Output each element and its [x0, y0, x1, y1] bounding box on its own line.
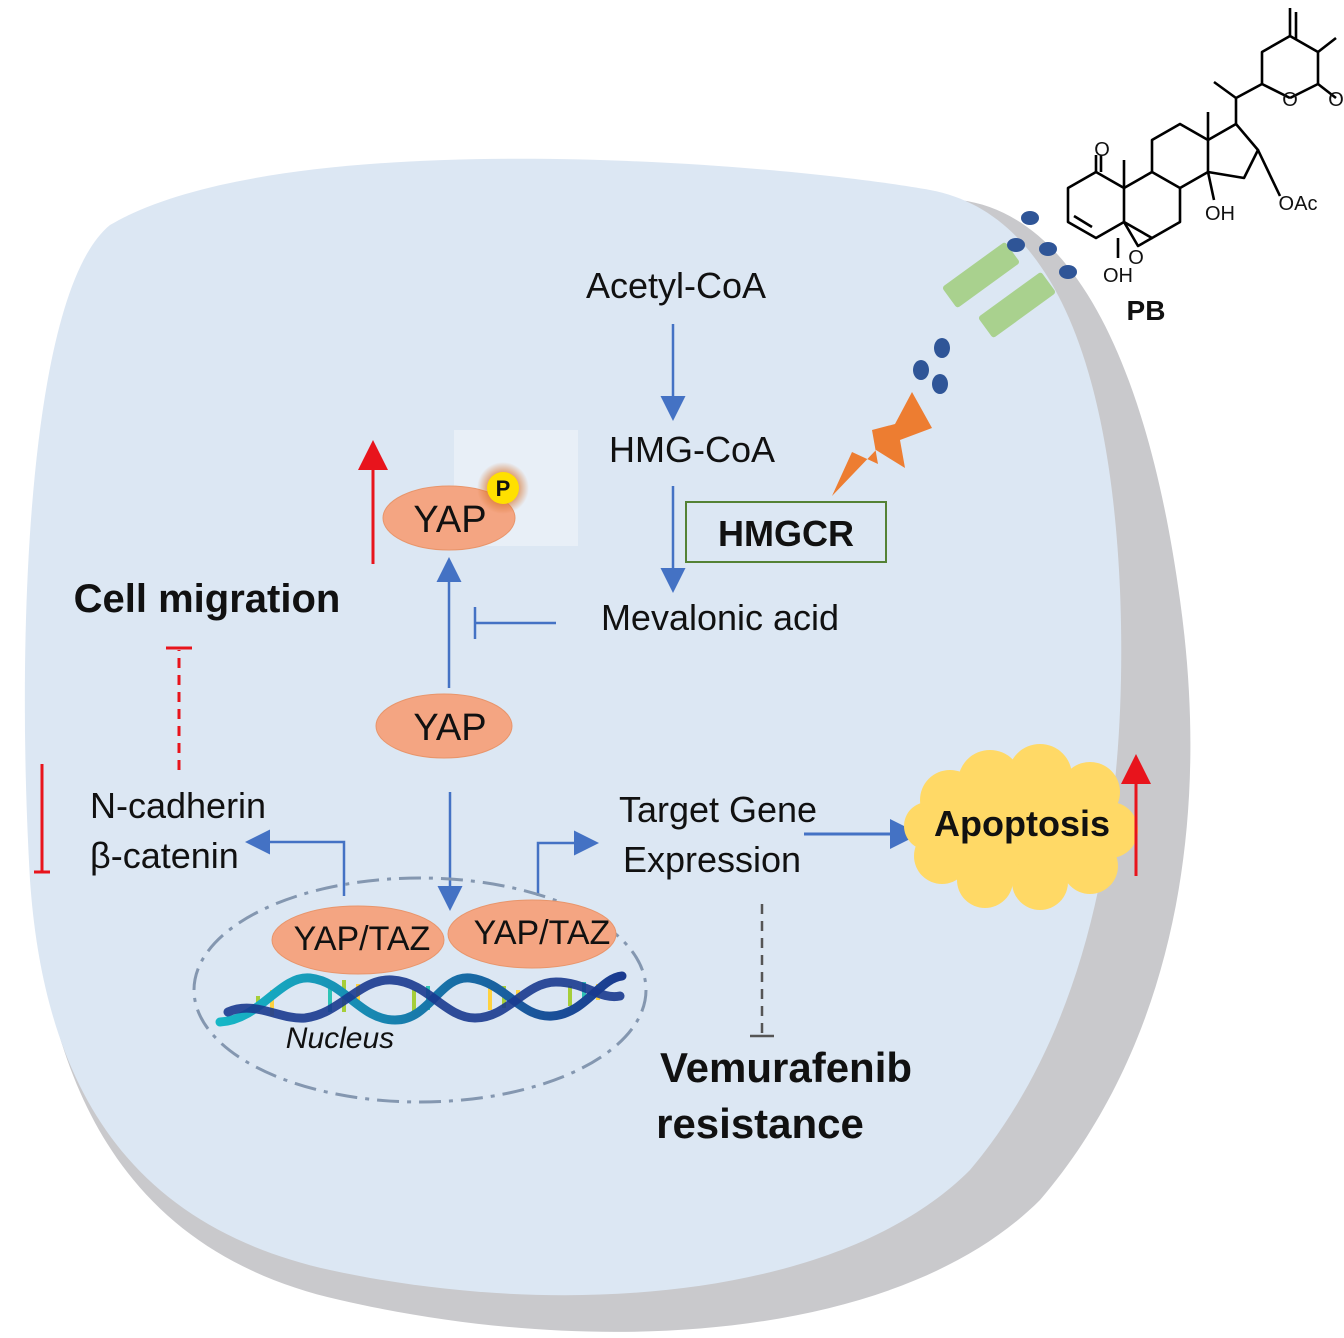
pb-structure-labels: O O O O OH OH OAc: [1094, 89, 1344, 287]
hmg-coa-label: HMG-CoA: [609, 429, 775, 470]
vemurafenib-label-line1: Vemurafenib: [660, 1044, 912, 1091]
mevalonic-acid-label: Mevalonic acid: [601, 597, 839, 638]
pb-label: PB: [1127, 295, 1166, 326]
transporter-upper: [942, 242, 1020, 308]
hmgcr-label: HMGCR: [718, 513, 854, 554]
yap-taz-left-oval: [271, 905, 445, 975]
hmgcr-box: [685, 501, 887, 563]
arrow-yaptaz-to-ncad: [245, 829, 346, 896]
nucleus-boundary: [192, 876, 648, 1104]
n-cadherin-label: N-cadherin: [90, 785, 266, 826]
oh-top-label: OH: [1205, 203, 1235, 225]
arrow-yaptaz-to-target: [536, 830, 599, 896]
apoptosis-cloud-icon: [904, 744, 1138, 910]
pb-structure-icon: [1066, 8, 1337, 258]
vemurafenib-label-line2: resistance: [656, 1100, 864, 1147]
oh-bottom-label: OH: [1103, 265, 1133, 287]
cell-body: [24, 158, 1122, 1296]
transporter-lower: [978, 272, 1056, 338]
yap-oval: [375, 693, 513, 759]
nucleus-label: Nucleus: [286, 1022, 394, 1055]
cell-migration-label: Cell migration: [74, 577, 341, 621]
lactone-o-label: O: [1282, 89, 1298, 111]
beta-catenin-label: β-catenin: [90, 835, 239, 876]
yap-taz-left-label: YAP/TAZ: [294, 920, 431, 958]
target-gene-label-line2: Expression: [623, 839, 801, 880]
phospho-p-icon: [487, 472, 519, 504]
oac-label: OAc: [1279, 193, 1318, 215]
yap-phospho-label: YAP: [413, 499, 486, 541]
yap-taz-right-oval: [447, 899, 617, 969]
inhibition-lightning-icon: [832, 392, 932, 496]
phospho-p-label: P: [496, 476, 511, 501]
lactone-carbonyl-o-label: O: [1328, 89, 1344, 111]
dna-helix-icon: [215, 971, 627, 1027]
pb-molecules: [913, 211, 1077, 394]
yap-label: YAP: [413, 707, 486, 749]
ketone-o-label: O: [1094, 139, 1110, 161]
epoxide-o-label: O: [1128, 247, 1144, 269]
yap-taz-right-label: YAP/TAZ: [474, 914, 611, 952]
target-gene-label-line1: Target Gene: [619, 789, 817, 830]
apoptosis-label: Apoptosis: [934, 803, 1110, 844]
acetyl-coa-label: Acetyl-CoA: [586, 265, 766, 306]
